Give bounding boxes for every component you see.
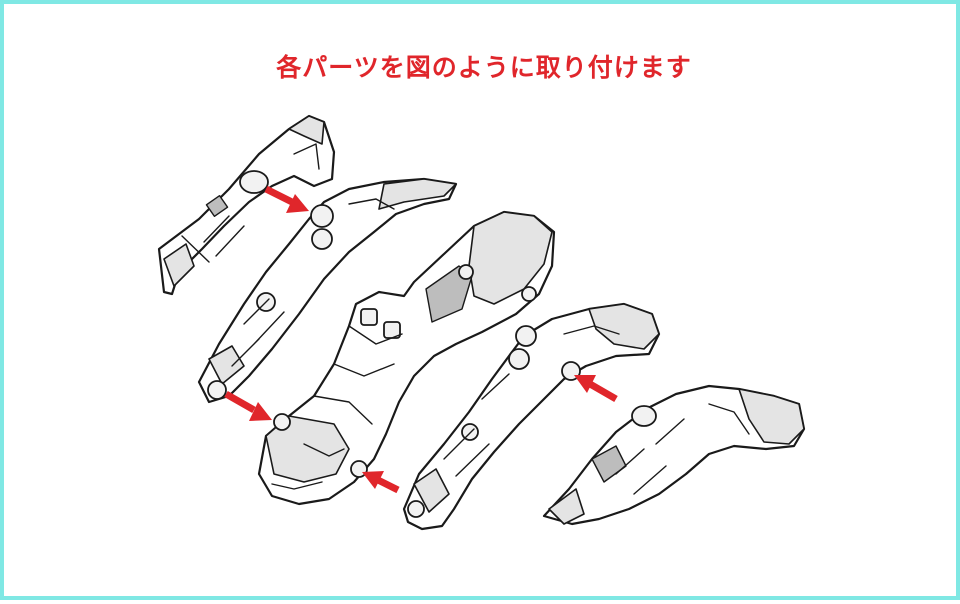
arrow-middle-right [362, 471, 400, 494]
arrow-right [574, 375, 618, 403]
arrow-middle-left [224, 390, 272, 421]
lower-right-claw-part [542, 384, 806, 526]
upper-left-claw-part [157, 114, 336, 296]
upper-long-arm-part [197, 177, 458, 404]
arrow-upper-left [264, 185, 309, 213]
assembly-diagram [157, 114, 806, 531]
lower-long-arm-part [402, 302, 661, 531]
instruction-title: 各パーツを図のように取り付けます [276, 53, 692, 82]
central-body-part [257, 210, 556, 506]
